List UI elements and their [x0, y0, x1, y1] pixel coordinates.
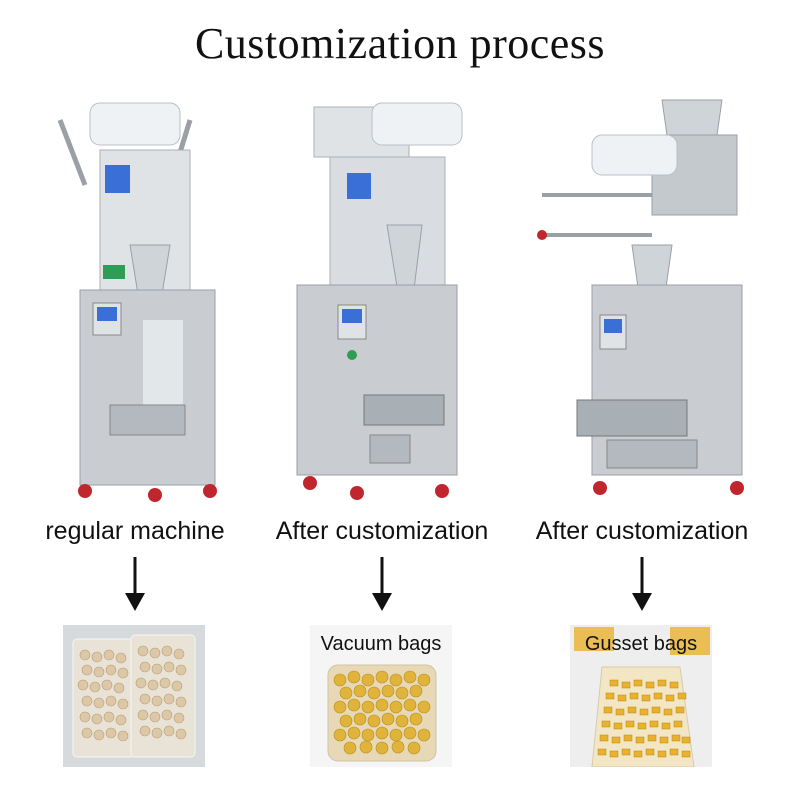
page-title: Customization process: [194, 19, 606, 68]
chickpea-vacuum-bags-photo: [63, 625, 205, 767]
arrow-down-icon: [630, 557, 654, 611]
column-regular-machine: regular machine: [5, 95, 265, 795]
column-caption: regular machine: [45, 517, 225, 545]
soybean-vacuum-bag-photo: Vacuum bags: [310, 625, 452, 767]
corn-gusset-bags-photo: Gusset bags: [570, 625, 712, 767]
column-gusset-machine: After customization Gusset bags: [512, 95, 772, 795]
regular-machine-photo: [5, 95, 265, 505]
gusset-machine-photo: [512, 95, 772, 505]
column-caption: After customization: [535, 517, 749, 545]
bag-label: Gusset bags: [584, 633, 698, 655]
arrow-down-icon: [123, 557, 147, 611]
vacuum-machine-photo: [252, 95, 512, 505]
column-vacuum-machine: After customization Vacuum bags: [252, 95, 512, 795]
arrow-down-icon: [370, 557, 394, 611]
column-caption: After customization: [275, 517, 489, 545]
bag-label: Vacuum bags: [320, 633, 442, 655]
